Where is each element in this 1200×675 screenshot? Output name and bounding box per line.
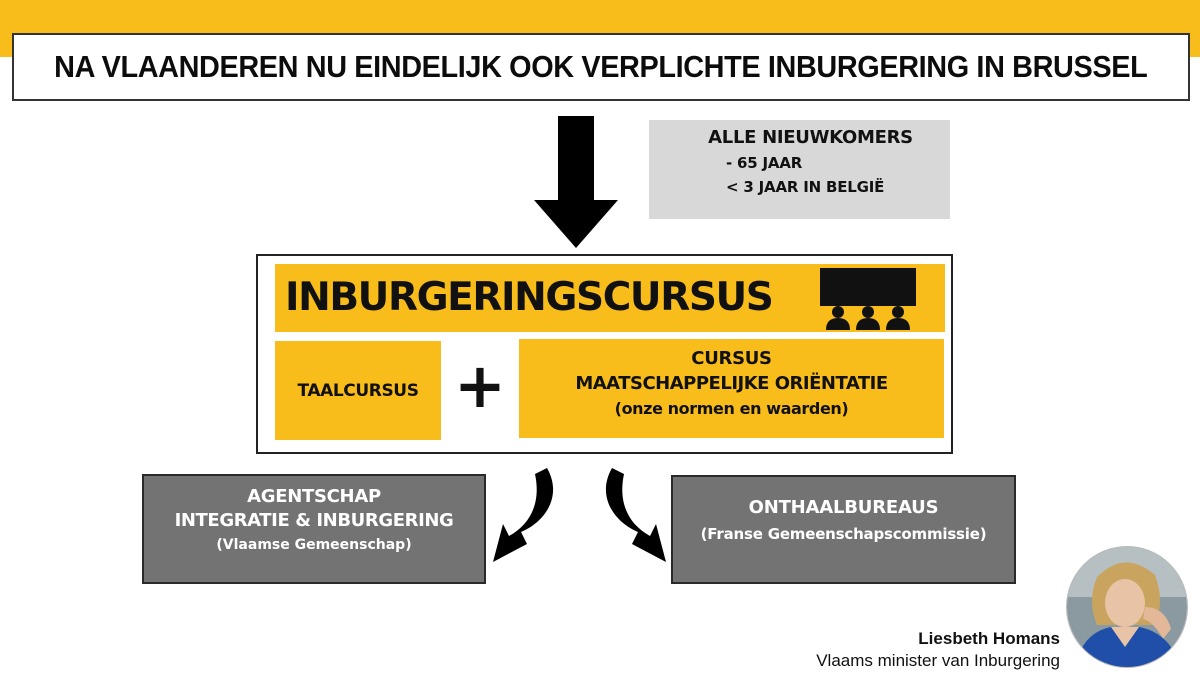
welcome-office-note: (Franse Gemeenschapscommissie) bbox=[700, 525, 987, 543]
criterion-age: - 65 JAAR bbox=[726, 154, 803, 172]
agency-box: AGENTSCHAP INTEGRATIE & INBURGERING (Vla… bbox=[142, 474, 486, 584]
course-title: INBURGERINGSCURSUS bbox=[285, 275, 774, 320]
agency-note: (Vlaamse Gemeenschap) bbox=[216, 537, 412, 553]
welcome-office-line1: ONTHAALBUREAUS bbox=[748, 497, 939, 518]
orientation-line2: MAATSCHAPPELIJKE ORIËNTATIE bbox=[575, 373, 888, 394]
headline-box: NA VLAANDEREN NU EINDELIJK OOK VERPLICHT… bbox=[12, 33, 1190, 101]
language-course-box: TAALCURSUS bbox=[275, 341, 441, 440]
welcome-office-box: ONTHAALBUREAUS (Franse Gemeenschapscommi… bbox=[671, 475, 1016, 584]
plus-sign: + bbox=[454, 349, 506, 422]
down-arrow-icon bbox=[534, 116, 618, 248]
course-header: INBURGERINGSCURSUS bbox=[275, 264, 945, 332]
page-title: NA VLAANDEREN NU EINDELIJK OOK VERPLICHT… bbox=[54, 49, 1148, 84]
avatar bbox=[1066, 546, 1188, 668]
portrait-photo bbox=[1067, 547, 1187, 667]
agency-line2: INTEGRATIE & INBURGERING bbox=[174, 510, 454, 531]
target-group-box: ALLE NIEUWKOMERS - 65 JAAR < 3 JAAR IN B… bbox=[649, 120, 950, 219]
curved-arrow-left-icon bbox=[493, 468, 554, 562]
criterion-residence: < 3 JAAR IN BELGIË bbox=[726, 178, 885, 196]
language-course-label: TAALCURSUS bbox=[297, 380, 419, 401]
agency-line1: AGENTSCHAP bbox=[247, 486, 381, 507]
curved-arrow-right-icon bbox=[605, 468, 666, 562]
person-role: Vlaams minister van Inburgering bbox=[816, 651, 1060, 670]
person-name: Liesbeth Homans bbox=[918, 629, 1060, 648]
target-group-title: ALLE NIEUWKOMERS bbox=[708, 127, 913, 148]
orientation-line1: CURSUS bbox=[691, 348, 772, 369]
orientation-course-box: CURSUS MAATSCHAPPELIJKE ORIËNTATIE (onze… bbox=[519, 339, 944, 438]
classroom-icon bbox=[820, 268, 916, 330]
orientation-note: (onze normen en waarden) bbox=[614, 399, 849, 418]
